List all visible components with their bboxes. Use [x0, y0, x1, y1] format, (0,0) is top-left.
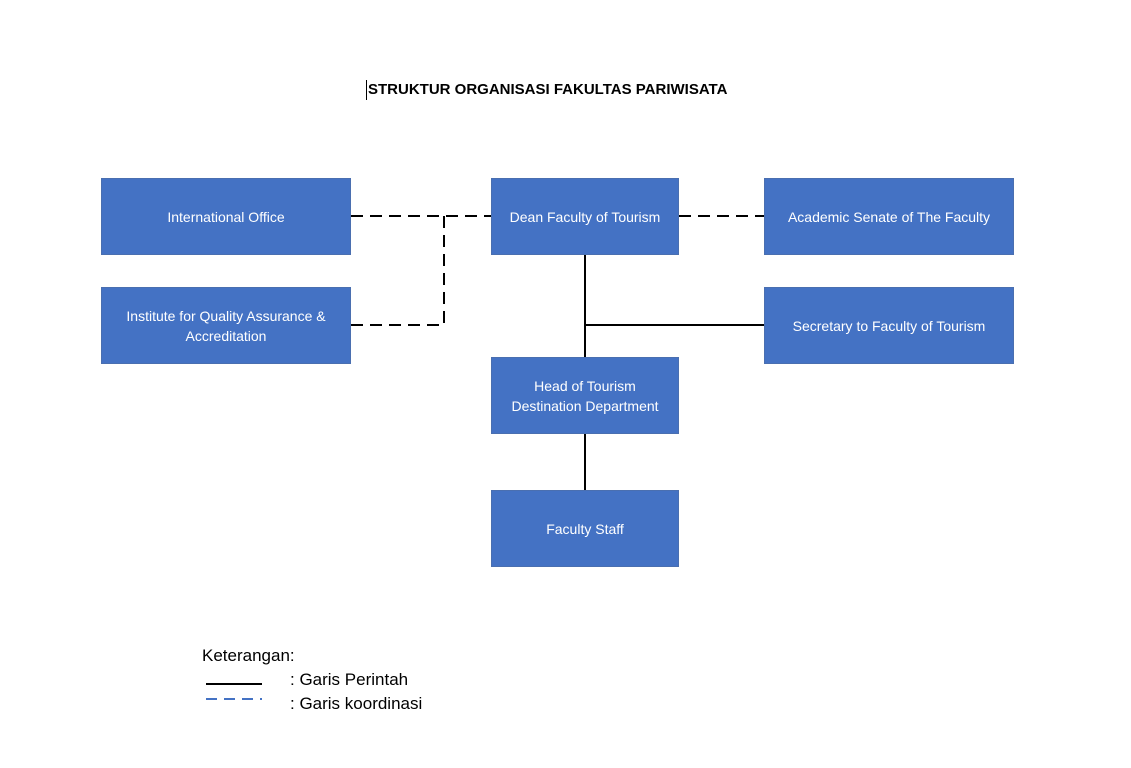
head-department-label: Head of Tourism Destination Department	[511, 377, 659, 414]
quality-assurance-label: Institute for Quality Assurance & Accred…	[126, 307, 326, 344]
academic-senate-box: Academic Senate of The Faculty	[764, 178, 1014, 255]
quality-assurance-box: Institute for Quality Assurance & Accred…	[101, 287, 351, 364]
secretary-box: Secretary to Faculty of Tourism	[764, 287, 1014, 364]
page-title: STRUKTUR ORGANISASI FAKULTAS PARIWISATA	[366, 80, 728, 100]
dean-label: Dean Faculty of Tourism	[509, 208, 661, 225]
legend-command-line-label: : Garis Perintah	[290, 670, 409, 689]
academic-senate-label: Academic Senate of The Faculty	[787, 208, 991, 225]
legend-title: Keterangan:	[202, 646, 295, 665]
legend-coordination-line-label: : Garis koordinasi	[290, 694, 423, 713]
faculty-staff-label: Faculty Staff	[546, 520, 624, 537]
international-office-label: International Office	[167, 208, 285, 225]
international-office-box: International Office	[101, 178, 351, 255]
dean-box: Dean Faculty of Tourism	[491, 178, 679, 255]
secretary-label: Secretary to Faculty of Tourism	[792, 317, 986, 334]
faculty-staff-box: Faculty Staff	[491, 490, 679, 567]
head-department-box: Head of Tourism Destination Department	[491, 357, 679, 434]
